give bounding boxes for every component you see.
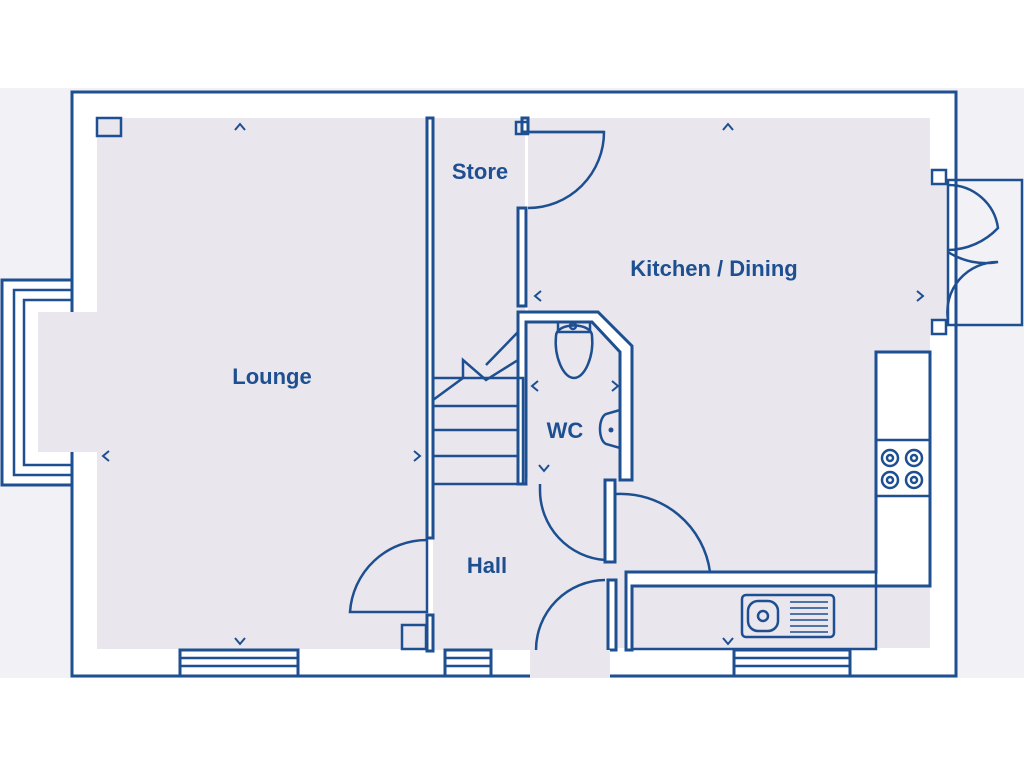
staircase (431, 328, 525, 486)
kitchen-door-recess-floor (928, 185, 948, 320)
wc-fixtures (554, 320, 622, 450)
stair-floor (433, 378, 523, 488)
lounge-floor (97, 118, 427, 649)
windows (178, 648, 852, 678)
hall-floor (433, 484, 613, 650)
bay-window (0, 278, 98, 487)
room-label-hall: Hall (467, 553, 507, 578)
lounge-window (178, 648, 300, 678)
sink-icon (740, 593, 836, 639)
room-label-wc: WC (547, 418, 584, 443)
hall-corner-post (400, 623, 428, 651)
store-floor (433, 118, 525, 378)
basin-icon (598, 408, 622, 450)
toilet-icon (554, 320, 594, 380)
doors (348, 120, 1024, 651)
room-label-lounge: Lounge (232, 364, 311, 389)
kitchen-window (732, 648, 852, 678)
hall-window (443, 648, 493, 678)
room-label-store: Store (452, 159, 508, 184)
dimension-markers (101, 122, 925, 646)
lounge-corner-post (95, 116, 123, 138)
room-label-kitchen-dining: Kitchen / Dining (630, 256, 797, 281)
